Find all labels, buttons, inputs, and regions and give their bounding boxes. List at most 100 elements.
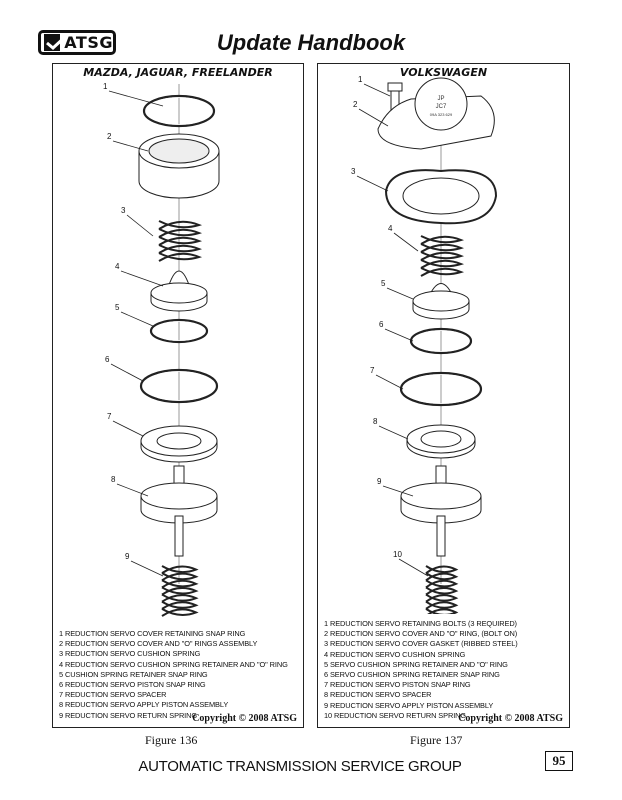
legend-item: 4 REDUCTION SERVO CUSHION SPRING [324, 649, 466, 659]
leader-line [120, 270, 164, 287]
leader-line [358, 108, 389, 127]
callout-number: 8 [373, 417, 378, 426]
cushion-spring [158, 220, 203, 262]
leader-line [378, 425, 409, 440]
logo-text: ATSG [64, 33, 113, 52]
gasket-opening [402, 177, 480, 215]
snap-ring-highlight [146, 97, 212, 125]
callout-number: 2 [353, 100, 358, 109]
leader-line [126, 214, 154, 237]
legend-item: 5 CUSHION SPRING RETAINER SNAP RING [59, 669, 208, 679]
legend-item: 6 SERVO CUSHION SPRING RETAINER SNAP RIN… [324, 670, 500, 680]
exploded-view-mazda: 1 2 3 4 5 6 7 8 9 [103, 82, 220, 617]
piston-rod [174, 515, 184, 557]
callout-number: 1 [103, 82, 108, 91]
callout-number: 3 [121, 206, 126, 215]
legend-item: 2 REDUCTION SERVO COVER AND "O" RING, (B… [324, 629, 518, 639]
figure-136-panel: 1 2 3 4 5 6 7 8 9 MAZDA, JAGUAR, FREELANDER 1 RE… [52, 63, 304, 728]
bolt-head [387, 82, 403, 92]
footer-text: AUTOMATIC TRANSMISSION SERVICE GROUP [138, 758, 462, 775]
leader-line [112, 140, 149, 152]
leader-line [398, 558, 429, 577]
leader-line [384, 328, 414, 342]
legend-item: 2 REDUCTION SERVO COVER AND "O" RINGS AS… [59, 639, 258, 649]
atsg-logo: ATSG [38, 30, 116, 55]
legend-item: 8 REDUCTION SERVO SPACER [324, 690, 432, 700]
cover-marking: JP [437, 96, 444, 102]
legend-item: 3 REDUCTION SERVO COVER GASKET (RIBBED S… [324, 639, 518, 649]
parts-legend: 1 REDUCTION SERVO COVER RETAINING SNAP R… [59, 629, 288, 721]
leader-line [382, 485, 414, 497]
spacer-hole [156, 432, 202, 450]
legend-item: 3 REDUCTION SERVO CUSHION SPRING [59, 649, 201, 659]
legend-item: 5 SERVO CUSHION SPRING RETAINER AND "O" … [324, 659, 508, 669]
piston-snap-ring-highlight [143, 371, 215, 401]
figure-heading: MAZDA, JAGUAR, FREELANDER [83, 66, 273, 79]
piston-snap-ring-highlight [403, 374, 479, 404]
callout-number: 5 [381, 279, 386, 288]
callout-number: 4 [388, 224, 393, 233]
apply-piston [140, 482, 218, 510]
cushion-spring [420, 235, 465, 277]
leader-line [116, 483, 149, 497]
figure-heading: VOLKSWAGEN [399, 66, 488, 79]
legend-item: 9 REDUCTION SERVO RETURN SPRING [59, 710, 198, 720]
leader-line [375, 374, 404, 390]
legend-item: 7 REDUCTION SERVO SPACER [59, 690, 167, 700]
callout-number: 8 [111, 475, 116, 484]
cushion-spring-retainer [150, 282, 208, 304]
checkmark-icon [44, 34, 67, 51]
leader-line [356, 175, 389, 192]
copyright: Copyright © 2008 ATSG [192, 713, 297, 724]
callout-number: 6 [379, 320, 384, 329]
cover-marking: JC7 [436, 104, 447, 110]
cover-face [148, 138, 210, 164]
callout-number: 10 [393, 550, 402, 559]
leader-line [120, 311, 154, 327]
callout-number: 3 [351, 167, 356, 176]
return-spring [425, 565, 459, 614]
legend-item: 1 REDUCTION SERVO COVER RETAINING SNAP R… [59, 629, 246, 638]
legend-item: 10 REDUCTION SERVO RETURN SPRING [324, 710, 467, 720]
figure-caption: Figure 137 [410, 733, 463, 747]
callout-number: 6 [105, 355, 110, 364]
retainer-snap-ring [409, 327, 473, 355]
legend-item: 6 REDUCTION SERVO PISTON SNAP RING [59, 680, 206, 690]
cover-marking: 09A 323 629 [430, 112, 453, 117]
legend-item: 9 REDUCTION SERVO APPLY PISTON ASSEMBLY [324, 700, 494, 710]
leader-line [112, 420, 144, 437]
callout-number: 9 [377, 477, 382, 486]
retainer-snap-ring-highlight [413, 330, 469, 352]
piston-snap-ring [139, 368, 219, 404]
legend-item: 7 REDUCTION SERVO PISTON SNAP RING [324, 680, 471, 690]
copyright: Copyright © 2008 ATSG [458, 713, 563, 724]
piston-snap-ring [399, 371, 483, 407]
retainer-snap-ring-highlight [153, 321, 205, 341]
leader-line [110, 363, 144, 382]
leader-line [386, 287, 414, 300]
return-spring [161, 565, 199, 617]
parts-legend: 1 REDUCTION SERVO RETAINING BOLTS (3 REQ… [324, 619, 518, 721]
apply-piston [400, 482, 482, 510]
legend-item: 4 REDUCTION SERVO CUSHION SPRING RETAINE… [59, 659, 288, 669]
leader-line [363, 83, 391, 97]
piston-rod [436, 515, 446, 557]
callout-number: 7 [107, 412, 112, 421]
callout-number: 9 [125, 552, 130, 561]
callout-number: 2 [107, 132, 112, 141]
retainer-snap-ring [149, 318, 209, 344]
callout-number: 7 [370, 366, 375, 375]
figure-caption: Figure 136 [145, 733, 198, 747]
legend-item: 8 REDUCTION SERVO APPLY PISTON ASSEMBLY [59, 700, 229, 710]
spacer-hole [420, 430, 462, 448]
leader-line [108, 90, 164, 107]
snap-ring [142, 94, 216, 128]
legend-item: 1 REDUCTION SERVO RETAINING BOLTS (3 REQ… [324, 619, 517, 628]
callout-number: 4 [115, 262, 120, 271]
page-number: 95 [545, 751, 573, 771]
page-title: Update Handbook [216, 30, 406, 55]
callout-number: 5 [115, 303, 120, 312]
leader-line [130, 560, 164, 577]
